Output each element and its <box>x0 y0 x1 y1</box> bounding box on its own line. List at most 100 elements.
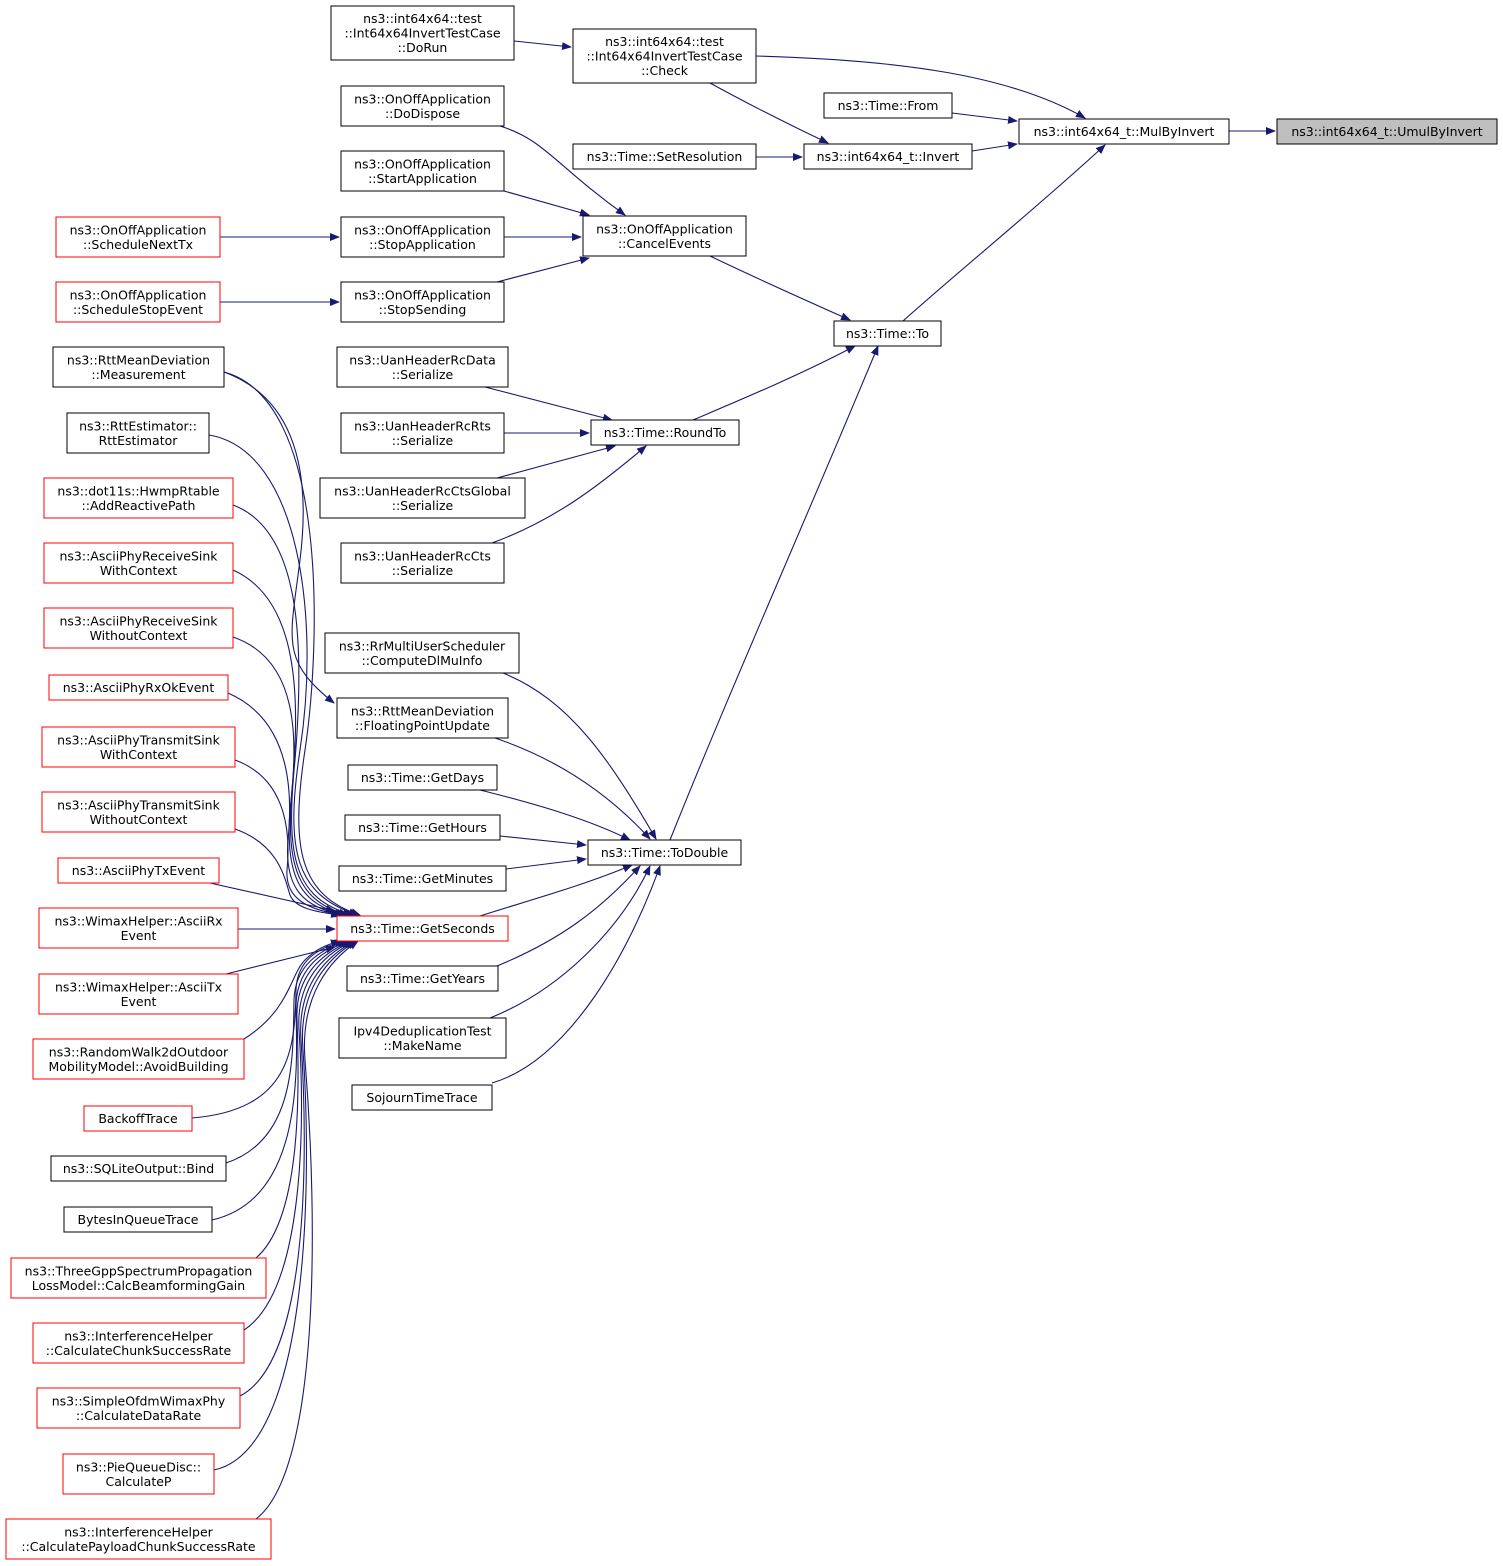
node-threegpp[interactable]: ns3::ThreeGppSpectrumPropagationLossMode… <box>10 1257 267 1299</box>
node-cancel[interactable]: ns3::OnOffApplication::CancelEvents <box>582 215 747 257</box>
edge-threegpp-getseconds <box>255 940 351 1259</box>
node-box <box>43 477 234 519</box>
node-stopapp[interactable]: ns3::OnOffApplication::StopApplication <box>340 216 505 258</box>
node-rttfloat[interactable]: ns3::RttMeanDeviation::FloatingPointUpda… <box>336 697 509 739</box>
node-roundto[interactable]: ns3::Time::RoundTo <box>590 419 740 446</box>
node-ipv4dedup[interactable]: Ipv4DeduplicationTest::MakeName <box>338 1017 507 1059</box>
node-to[interactable]: ns3::Time::To <box>833 320 942 347</box>
node-label: ns3::Time::GetMinutes <box>352 871 493 886</box>
edge-ipv4dedup-todouble <box>489 865 651 1019</box>
node-mulby[interactable]: ns3::int64x64_t::MulByInvert <box>1018 118 1230 145</box>
node-schedstop[interactable]: ns3::OnOffApplication::ScheduleStopEvent <box>55 281 221 323</box>
node-label: Event <box>121 928 157 943</box>
node-setres[interactable]: ns3::Time::SetResolution <box>572 143 757 170</box>
node-label: ns3::OnOffApplication <box>354 222 491 237</box>
node-box <box>340 281 505 323</box>
node-rrmulti[interactable]: ns3::RrMultiUserScheduler::ComputeDlMuIn… <box>324 632 520 674</box>
node-hwmp[interactable]: ns3::dot11s::HwmpRtable::AddReactivePath <box>43 477 234 519</box>
edge-ofdmrate-getseconds <box>239 940 355 1397</box>
node-label: ns3::dot11s::HwmpRtable <box>57 483 220 498</box>
node-check[interactable]: ns3::int64x64::test::Int64x64InvertTestC… <box>572 28 757 84</box>
node-label: CalculateP <box>106 1474 172 1489</box>
node-box <box>5 1518 272 1560</box>
node-piequeue[interactable]: ns3::PieQueueDisc::CalculateP <box>62 1453 215 1495</box>
node-uancts[interactable]: ns3::UanHeaderRcCts::Serialize <box>340 542 505 584</box>
node-startapp[interactable]: ns3::OnOffApplication::StartApplication <box>340 150 505 192</box>
node-getyears[interactable]: ns3::Time::GetYears <box>346 965 499 992</box>
node-label: ns3::Time::GetYears <box>360 971 485 986</box>
node-sojourn[interactable]: SojournTimeTrace <box>351 1084 493 1111</box>
node-label: ns3::AsciiPhyTransmitSink <box>57 732 220 747</box>
node-label: ::CancelEvents <box>618 236 711 251</box>
node-umul[interactable]: ns3::int64x64_t::UmulByInvert <box>1276 118 1498 145</box>
node-box <box>57 857 220 884</box>
node-box <box>351 1084 493 1111</box>
node-invert[interactable]: ns3::int64x64_t::Invert <box>803 143 973 170</box>
node-from[interactable]: ns3::Time::From <box>823 92 953 119</box>
node-box <box>340 542 505 584</box>
node-txevent[interactable]: ns3::AsciiPhyTxEvent <box>57 857 220 884</box>
node-randomwalk[interactable]: ns3::RandomWalk2dOutdoorMobilityModel::A… <box>32 1038 245 1080</box>
node-box <box>63 1206 213 1233</box>
node-label: ns3::PieQueueDisc:: <box>76 1459 201 1474</box>
node-label: ns3::RttMeanDeviation <box>351 703 494 718</box>
node-uanrcrts[interactable]: ns3::UanHeaderRcRts::Serialize <box>340 412 505 454</box>
node-label: ::CalculateDataRate <box>76 1408 202 1423</box>
node-label: ns3::WimaxHelper::AsciiRx <box>54 913 222 928</box>
node-label: ns3::ThreeGppSpectrumPropagation <box>25 1263 253 1278</box>
edge-rxok-getseconds <box>227 692 345 918</box>
node-rxok[interactable]: ns3::AsciiPhyRxOkEvent <box>48 674 229 701</box>
node-label: ns3::int64x64_t::MulByInvert <box>1034 124 1215 139</box>
node-label: ns3::SimpleOfdmWimaxPhy <box>52 1393 226 1408</box>
node-box <box>38 907 239 949</box>
node-todouble[interactable]: ns3::Time::ToDouble <box>587 839 742 866</box>
node-label: ns3::SQLiteOutput::Bind <box>63 1161 214 1176</box>
node-stopsend[interactable]: ns3::OnOffApplication::StopSending <box>340 281 505 323</box>
edge-txsinkwithout-getseconds <box>234 828 341 918</box>
node-label: WithoutContext <box>90 812 188 827</box>
edge-getminutes-todouble <box>505 856 587 870</box>
node-label: ns3::Time::From <box>838 98 939 113</box>
node-label: ns3::int64x64::test <box>605 34 724 49</box>
node-label: ::Int64x64InvertTestCase <box>586 49 742 64</box>
node-getseconds[interactable]: ns3::Time::GetSeconds <box>336 915 509 942</box>
node-payloadrate[interactable]: ns3::InterferenceHelper::CalculatePayloa… <box>5 1518 272 1560</box>
node-chunkrate[interactable]: ns3::InterferenceHelper::CalculateChunkS… <box>32 1322 245 1364</box>
node-label: Ipv4DeduplicationTest <box>353 1023 491 1038</box>
node-uanctsglobal[interactable]: ns3::UanHeaderRcCtsGlobal::Serialize <box>319 477 526 519</box>
node-rttest[interactable]: ns3::RttEstimator::RttEstimator <box>66 412 210 454</box>
node-dorun[interactable]: ns3::int64x64::test::Int64x64InvertTestC… <box>330 5 515 61</box>
node-box <box>1276 118 1498 145</box>
node-rttmeas[interactable]: ns3::RttMeanDeviation::Measurement <box>52 346 225 388</box>
node-label: ns3::RrMultiUserScheduler <box>339 638 506 653</box>
node-getminutes[interactable]: ns3::Time::GetMinutes <box>338 865 507 892</box>
node-ofdmrate[interactable]: ns3::SimpleOfdmWimaxPhy::CalculateDataRa… <box>36 1387 241 1429</box>
node-label: ns3::AsciiPhyReceiveSink <box>59 613 218 628</box>
node-label: ::AddReactivePath <box>82 498 196 513</box>
node-label: ::DoRun <box>398 40 448 55</box>
edge-startapp-cancel <box>503 190 590 217</box>
node-bytesinq[interactable]: BytesInQueueTrace <box>63 1206 213 1233</box>
node-label: ::Serialize <box>392 563 454 578</box>
node-gethours[interactable]: ns3::Time::GetHours <box>344 814 501 841</box>
edge-getseconds-todouble <box>479 864 633 917</box>
node-box <box>572 28 757 84</box>
node-uanrcdata[interactable]: ns3::UanHeaderRcData::Serialize <box>336 346 509 388</box>
node-box <box>336 346 509 388</box>
node-label: ::StopSending <box>379 302 467 317</box>
node-sqlite[interactable]: ns3::SQLiteOutput::Bind <box>50 1155 227 1182</box>
node-getdays[interactable]: ns3::Time::GetDays <box>347 764 498 791</box>
edge-hwmp-getseconds <box>232 504 353 917</box>
node-label: ::Check <box>641 63 689 78</box>
node-dodispose[interactable]: ns3::OnOffApplication::DoDispose <box>340 85 505 127</box>
node-box <box>32 1038 245 1080</box>
node-schednext[interactable]: ns3::OnOffApplication::ScheduleNextTx <box>55 216 221 258</box>
node-backoff[interactable]: BackoffTrace <box>83 1105 193 1132</box>
node-label: ns3::OnOffApplication <box>70 222 207 237</box>
